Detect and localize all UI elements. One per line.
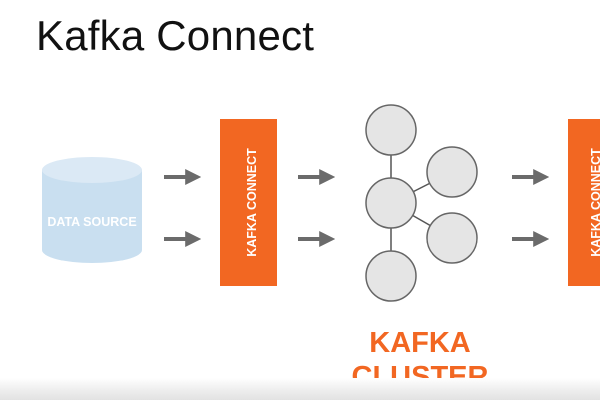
data-source-cylinder-body: [42, 170, 142, 263]
video-bottom-bar: [0, 378, 600, 400]
cluster-node-icon: [365, 250, 417, 302]
slide-title: Kafka Connect: [36, 12, 315, 59]
kafka-connect-right-box: [568, 119, 600, 286]
kafka-connect-left: KAFKA CONNECT: [220, 119, 277, 286]
kafka-connect-left-box: [220, 119, 277, 286]
data-source-label: DATA SOURCE: [47, 215, 136, 229]
cluster-node-icon: [365, 104, 417, 156]
kafka-cluster-graph: [365, 104, 478, 302]
data-source-database-icon: DATA SOURCE: [42, 157, 142, 263]
data-source-cylinder-top: [42, 157, 142, 183]
cluster-node-icon: [426, 146, 478, 198]
kafka-connect-right: KAFKA CONNECT: [568, 119, 600, 286]
cluster-node-icon: [426, 212, 478, 264]
kafka-connect-left-label: KAFKA CONNECT: [245, 148, 259, 257]
kafka-cluster-label-line1: KAFKA: [369, 327, 471, 359]
cluster-node-icon: [365, 177, 417, 229]
kafka-connect-right-label: KAFKA CONNECT: [589, 148, 600, 257]
